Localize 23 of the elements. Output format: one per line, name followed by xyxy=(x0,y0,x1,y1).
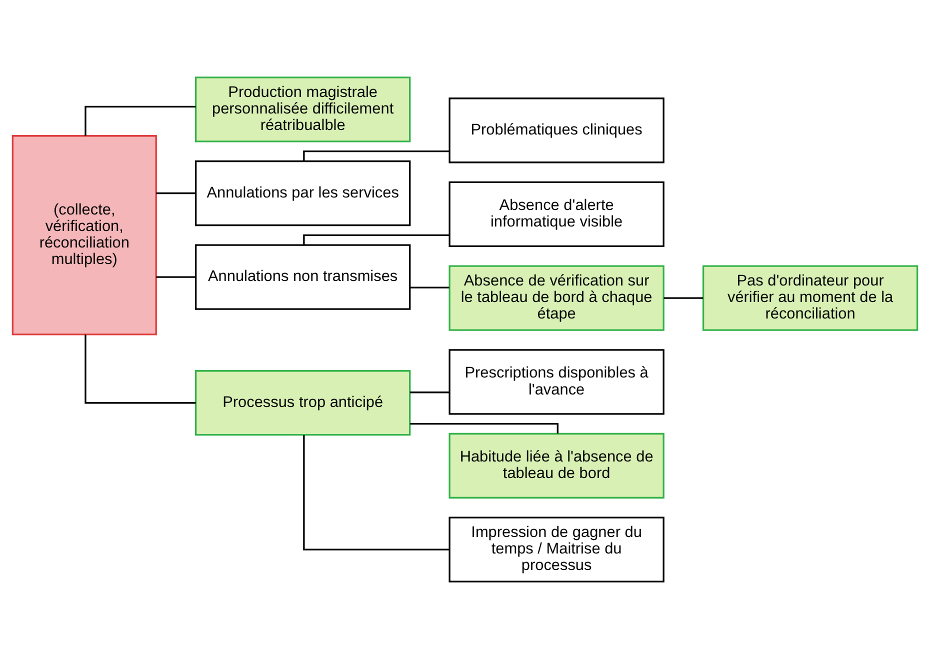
connector xyxy=(84,106,196,136)
connector xyxy=(156,192,196,194)
node-box: Absence d'alerte informatique visible xyxy=(448,181,664,248)
node-box: Absence de vérification sur le tableau de bord à chaque étape xyxy=(448,265,664,331)
node-box: Production magistrale personnalisée difficilement réatribualble xyxy=(194,76,411,142)
node-box: Impression de gagner du temps / Maitrise du processus xyxy=(448,516,664,582)
node-box: Annulations non transmises xyxy=(194,244,411,310)
connector xyxy=(303,234,450,245)
connector xyxy=(410,392,450,394)
connector xyxy=(664,297,704,299)
node-box: Pas d'ordinateur pour vérifier au moment de la réconciliation xyxy=(702,265,918,331)
node-box: Processus trop anticipé xyxy=(194,370,411,436)
node-box: Annulations par les services xyxy=(194,160,411,226)
connector xyxy=(84,334,196,404)
node-box: Problématiques cliniques xyxy=(448,98,664,164)
node-box: Prescriptions disponibles à l'avance xyxy=(448,349,664,415)
connector xyxy=(156,276,196,278)
node-box: (collecte, vérification, réconciliation multiples) xyxy=(12,135,157,336)
connector xyxy=(303,150,450,162)
connector xyxy=(410,423,558,434)
connector xyxy=(303,435,450,550)
connector xyxy=(410,286,450,288)
node-box: Habitude liée à l'absence de tableau de bord xyxy=(448,432,664,499)
